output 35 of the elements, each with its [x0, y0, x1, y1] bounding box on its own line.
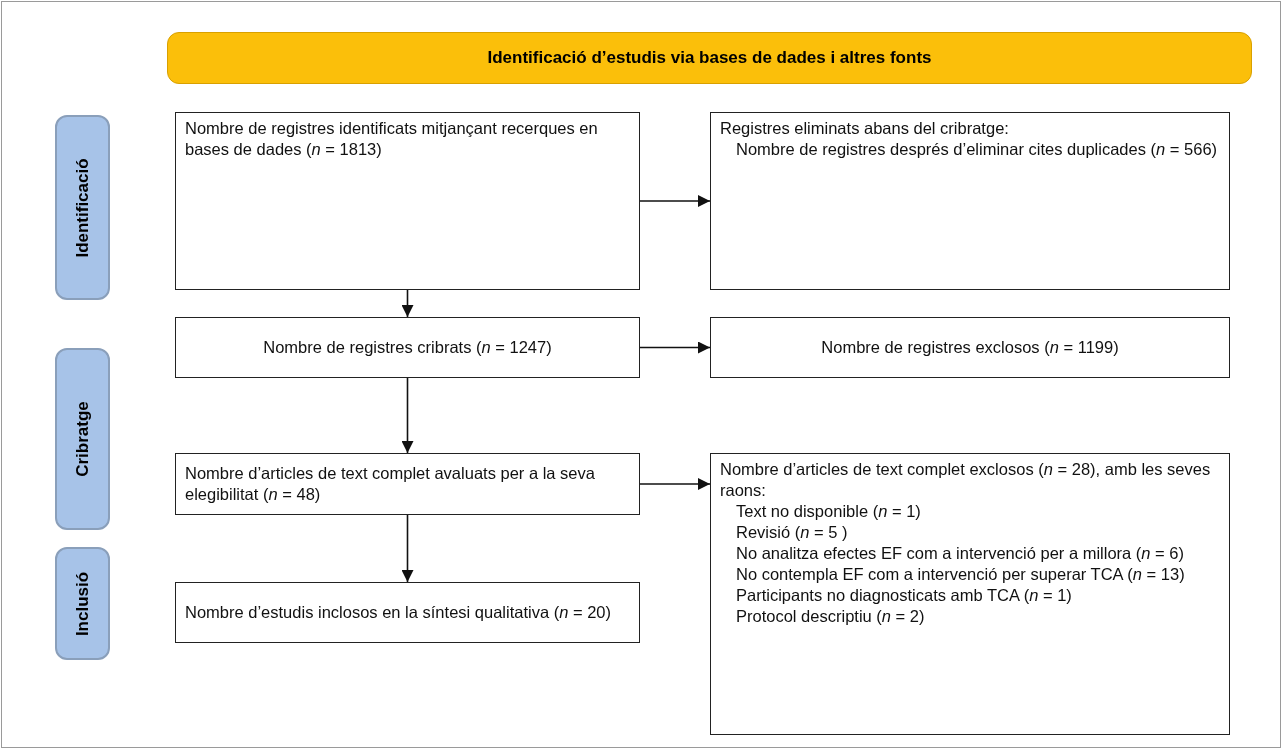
- list-item: Text no disponible (n = 1): [735, 501, 922, 522]
- arrow: [639, 195, 711, 207]
- box-text: Nombre de registres exclosos (n = 1199): [820, 337, 1120, 358]
- list-item: Protocol descriptiu (n = 2): [735, 606, 926, 627]
- arrow: [401, 289, 414, 318]
- process-box: [175, 317, 640, 378]
- box-text: Registres eliminats abans del cribratge:: [720, 118, 1010, 139]
- arrow: [639, 478, 711, 490]
- phase-label: Cribratge: [72, 401, 93, 477]
- process-box: [175, 582, 640, 643]
- process-box: [175, 112, 640, 290]
- list-item: No contempla EF com a intervenció per superar TCA (n = 13): [735, 564, 1186, 585]
- arrow: [401, 377, 414, 454]
- phase-label-band: [55, 348, 110, 530]
- phase-label: Identificació: [72, 157, 93, 258]
- box-text: Nombre de registres cribrats (n = 1247): [262, 337, 553, 358]
- phase-label-band: [55, 115, 110, 300]
- process-box: [710, 317, 1230, 378]
- list-item: Revisió (n = 5 ): [735, 522, 849, 543]
- box-text: Nombre d’articles de text complet exclosos (n = 28), amb les seves raons:: [720, 459, 1212, 501]
- box-text: Nombre de registres identificats mitjançant recerques en bases de dades (n = 1813): [185, 118, 599, 160]
- box-text: Nombre d’estudis inclosos en la síntesi qualitativa (n = 20): [185, 602, 613, 623]
- phase-header-band: [167, 32, 1252, 84]
- list-item: Nombre de registres després d’eliminar cites duplicades (n = 566): [735, 139, 1219, 160]
- box-text: Nombre d’articles de text complet avaluats per a la seva elegibilitat (n = 48): [185, 463, 596, 505]
- phase-label-band: [55, 547, 110, 660]
- phase-label: Inclusió: [72, 571, 93, 636]
- list-item: No analitza efectes EF com a intervenció per a millora (n = 6): [735, 543, 1185, 564]
- process-box: [175, 453, 640, 515]
- arrow: [639, 341, 711, 354]
- list-item: Participants no diagnosticats amb TCA (n = 1): [735, 585, 1073, 606]
- process-box: [710, 112, 1230, 290]
- header-title: Identificació d’estudis via bases de dades i altres fonts: [487, 48, 932, 68]
- arrow: [401, 514, 414, 583]
- process-box: [710, 453, 1230, 735]
